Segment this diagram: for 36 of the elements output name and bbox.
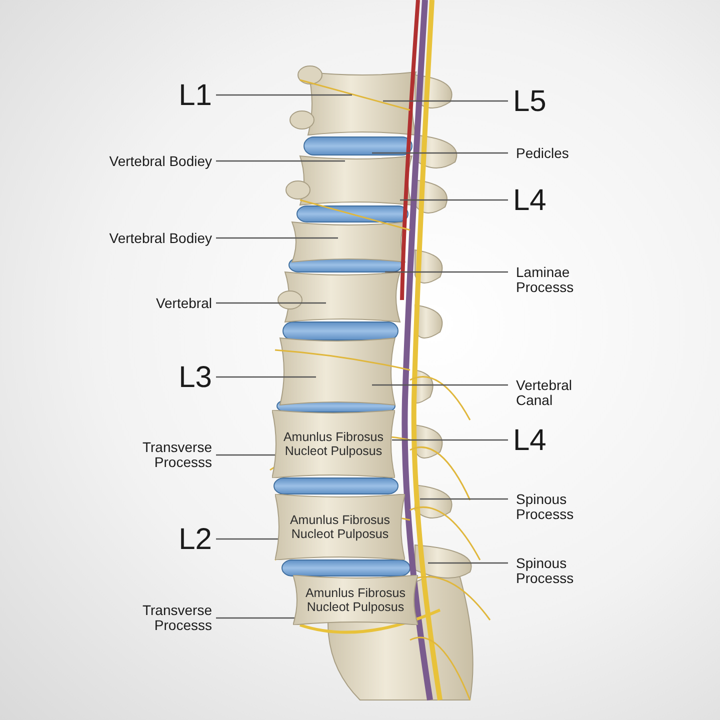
part-label: Pedicles — [516, 146, 611, 161]
leader-line — [392, 439, 508, 441]
level-label: L2 — [178, 522, 212, 556]
leader-line — [428, 562, 508, 564]
vertebral-body — [275, 494, 405, 560]
leader-line — [216, 538, 278, 540]
leader-line — [216, 454, 275, 456]
level-label: L4 — [513, 184, 546, 216]
level-label: L1 — [178, 78, 212, 112]
level-label: L5 — [513, 84, 546, 118]
leader-line — [383, 100, 508, 102]
part-label: Spinous Processs — [516, 492, 611, 522]
part-label: Laminae Processs — [516, 264, 611, 296]
part-label: Vertebral — [102, 296, 212, 311]
part-label: Transverse Processs — [102, 440, 212, 470]
leader-line — [400, 199, 508, 201]
part-label: Nucleot Pulposus — [291, 527, 389, 541]
part-label: Vertebral Canal — [516, 378, 611, 408]
leader-line — [420, 498, 508, 500]
part-label: Transverse Processs — [102, 602, 212, 634]
level-label: L4 — [513, 424, 546, 456]
part-label: Amunlus Fibrosus — [283, 430, 384, 444]
leader-line — [385, 271, 508, 273]
leader-line — [216, 617, 296, 619]
leader-line — [372, 152, 508, 154]
part-label: Vertebral Bodiey — [102, 154, 212, 169]
level-label: L3 — [178, 360, 212, 394]
part-label: Amunlus Fibrosus — [305, 586, 406, 600]
vertebral-body — [272, 410, 395, 478]
part-label: Nucleot Pulposus — [306, 600, 404, 614]
part-label: Amunlus Fibrosus — [290, 513, 390, 527]
part-label: Vertebral Bodiey — [102, 230, 212, 246]
vertebral-body — [293, 575, 418, 625]
part-label: Spinous Processs — [516, 556, 611, 586]
leader-line — [372, 384, 508, 386]
part-label: Nucleot Pulposus — [284, 444, 382, 458]
